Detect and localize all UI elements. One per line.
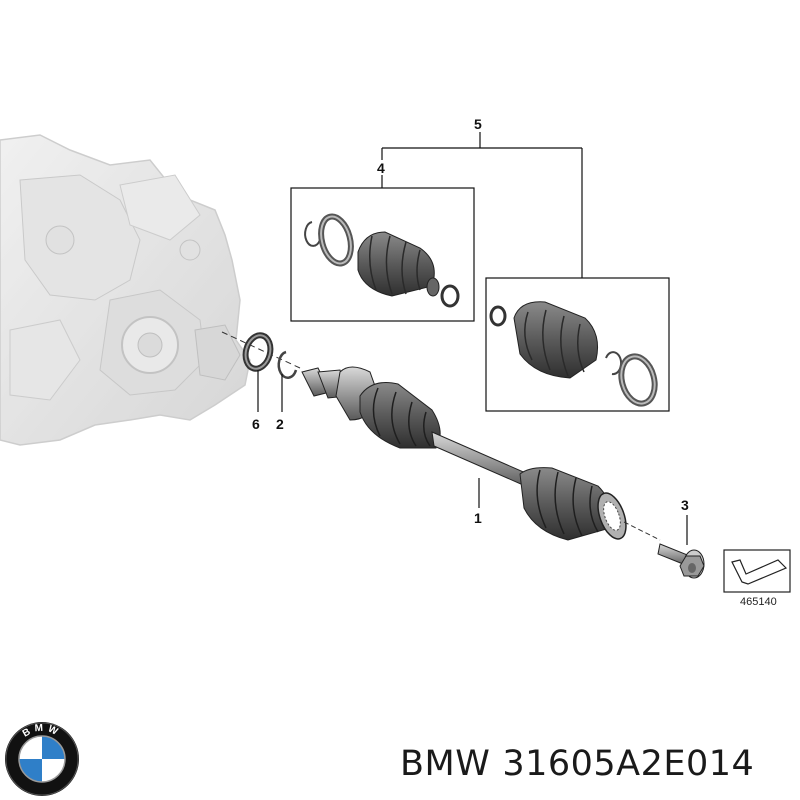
callout-2: 2 xyxy=(276,416,284,432)
circlip xyxy=(277,350,298,379)
gearbox-housing xyxy=(0,134,251,446)
callout-6: 6 xyxy=(252,416,260,432)
part-number: 31605A2E014 xyxy=(502,744,755,784)
reference-number: 465140 xyxy=(740,596,777,608)
callout-1: 1 xyxy=(474,510,482,526)
inner-boot-kit-box xyxy=(290,187,475,322)
axle-bolt xyxy=(657,543,705,579)
bmw-logo: BMW xyxy=(5,722,79,796)
brand-name: BMW xyxy=(400,744,491,784)
seal-ring xyxy=(242,332,274,372)
callout-3: 3 xyxy=(681,497,689,513)
bracket-5 xyxy=(381,132,583,278)
outer-boot-kit-box xyxy=(485,277,670,412)
callout-5: 5 xyxy=(474,116,482,132)
drive-shaft xyxy=(301,366,661,541)
callout-4: 4 xyxy=(377,160,385,176)
axis-line xyxy=(221,331,301,369)
reference-box xyxy=(723,549,791,593)
product-title: BMW 31605A2E014 xyxy=(400,740,795,788)
